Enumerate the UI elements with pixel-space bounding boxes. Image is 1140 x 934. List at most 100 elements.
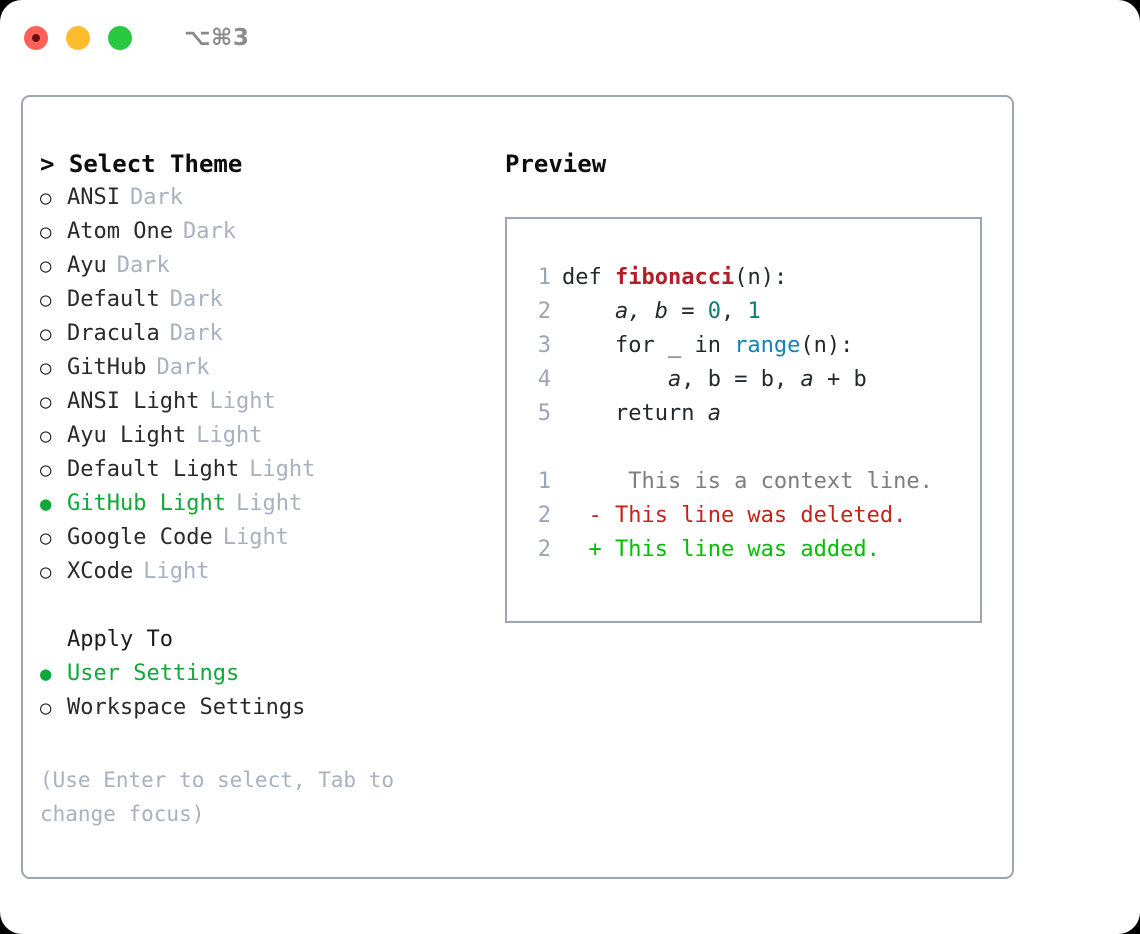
diff-line-number: 2: [537, 537, 551, 562]
radio-unselected-icon: ○: [40, 425, 52, 447]
theme-option-label: Default Light: [67, 457, 240, 482]
theme-variant-tag: Light: [235, 491, 303, 516]
theme-option-ansi-light[interactable]: ○ ANSI Light Light: [40, 385, 488, 419]
theme-option-xcode[interactable]: ○ XCode Light: [40, 555, 488, 589]
keyboard-hint-text: (Use Enter to select, Tab to change focu…: [40, 768, 395, 826]
code-token: (n):: [734, 265, 788, 290]
theme-option-label: GitHub Light: [67, 491, 226, 516]
radio-unselected-icon: ○: [40, 221, 52, 243]
theme-variant-tag: Dark: [116, 253, 170, 278]
keyboard-shortcut-label: ⌥⌘3: [184, 25, 250, 51]
theme-variant-tag: Light: [209, 389, 276, 414]
code-line: 5 return a: [525, 397, 980, 431]
code-line-number: 4: [537, 367, 551, 392]
diff-line-number: 2: [537, 503, 551, 528]
theme-variant-tag: Light: [196, 423, 263, 448]
title-bar: ⌥⌘3: [0, 0, 1140, 76]
radio-selected-icon: ●: [40, 663, 52, 685]
theme-option-label: Google Code: [67, 525, 213, 550]
radio-unselected-icon: ○: [40, 697, 52, 719]
code-token: ,: [773, 367, 801, 392]
code-token: a, b: [614, 299, 668, 324]
code-line-content: a, b = 0, 1: [551, 295, 761, 329]
code-token: b: [853, 367, 867, 392]
theme-variant-tag: Light: [222, 525, 289, 550]
radio-unselected-icon: ○: [40, 187, 52, 209]
theme-variant-tag: Dark: [169, 321, 223, 346]
code-line: 2 a, b = 0, 1: [525, 295, 980, 329]
theme-variant-tag: Dark: [169, 287, 223, 312]
diff-line: 2 - This line was deleted.: [525, 499, 980, 533]
code-line-content: def fibonacci(n):: [551, 261, 787, 295]
preview-header: Preview: [505, 150, 607, 178]
diff-line-content: This is a context line.: [562, 469, 933, 494]
radio-unselected-icon: ○: [40, 255, 52, 277]
maximize-window-icon[interactable]: [108, 26, 132, 50]
diff-line: 2 + This line was added.: [525, 533, 980, 567]
theme-option-ayu[interactable]: ○ Ayu Dark: [40, 249, 488, 283]
code-diff-separator: [525, 431, 980, 465]
code-token: range: [734, 333, 801, 358]
code-token: 0: [707, 299, 721, 324]
code-token: (n):: [800, 333, 854, 358]
diff-line: 1 This is a context line.: [525, 465, 980, 499]
apply-to-option-list[interactable]: ● User Settings ○ Workspace Settings: [40, 657, 488, 725]
code-token: return: [562, 401, 708, 426]
code-line-number: 2: [537, 299, 551, 324]
code-token: a: [667, 367, 682, 392]
diff-line-number: 1: [537, 469, 551, 494]
theme-option-label: ANSI Light: [67, 389, 200, 414]
theme-option-ansi[interactable]: ○ ANSI Dark: [40, 181, 488, 215]
traffic-light-group: [24, 26, 132, 50]
code-token: ,: [720, 299, 748, 324]
code-token: ,: [681, 367, 708, 392]
apply-to-option-user-settings[interactable]: ● User Settings: [40, 657, 488, 691]
minimize-window-icon[interactable]: [66, 26, 90, 50]
code-line: 4 a, b = b, a + b: [525, 363, 980, 397]
theme-variant-tag: Dark: [129, 185, 183, 210]
apply-to-option-workspace-settings[interactable]: ○ Workspace Settings: [40, 691, 488, 725]
code-token: =: [720, 367, 761, 392]
code-line-number: 1: [537, 265, 551, 290]
diff-line-content: - This line was deleted.: [562, 503, 907, 528]
close-window-icon[interactable]: [24, 26, 48, 50]
radio-unselected-icon: ○: [40, 391, 52, 413]
code-line-content: a, b = b, a + b: [551, 363, 867, 397]
theme-option-label: ANSI: [67, 185, 120, 210]
code-token: [562, 367, 668, 392]
code-line-content: for _ in range(n):: [551, 329, 853, 363]
theme-variant-tag: Light: [143, 559, 210, 584]
radio-unselected-icon: ○: [40, 289, 52, 311]
code-line: 3 for _ in range(n):: [525, 329, 980, 363]
theme-option-atom-one[interactable]: ○ Atom One Dark: [40, 215, 488, 249]
theme-option-label: XCode: [67, 559, 134, 584]
code-line-number: 3: [537, 333, 551, 358]
theme-option-label: Ayu: [67, 253, 107, 278]
code-line-content: return a: [551, 397, 721, 431]
apply-to-option-label: Workspace Settings: [67, 695, 306, 720]
apply-to-section: Apply To ●User Settings○Workspace Settin…: [40, 623, 488, 725]
radio-unselected-icon: ○: [40, 561, 52, 583]
theme-variant-tag: Dark: [182, 219, 236, 244]
apply-to-option-label: User Settings: [67, 661, 240, 686]
code-token: b: [707, 367, 721, 392]
code-token: =: [667, 299, 708, 324]
code-token: for _ in: [562, 333, 735, 358]
code-token: a: [707, 401, 721, 426]
theme-option-label: Atom One: [67, 219, 173, 244]
radio-unselected-icon: ○: [40, 459, 52, 481]
code-line-number: 5: [537, 401, 551, 426]
